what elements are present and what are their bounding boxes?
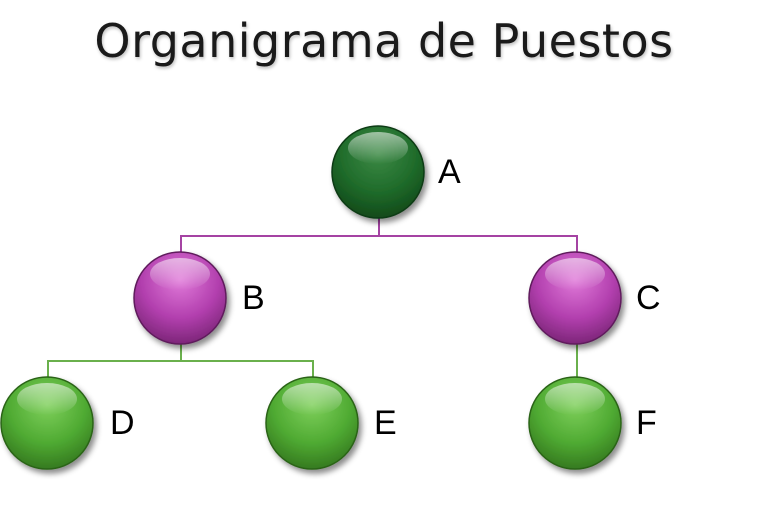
- node-a-gloss: [348, 132, 408, 164]
- node-c: C: [528, 251, 661, 345]
- node-b-gloss: [150, 258, 210, 290]
- node-d-label: D: [110, 404, 135, 442]
- node-a-label: A: [438, 153, 461, 191]
- page-title: Organigrama de Puestos: [94, 14, 674, 68]
- node-f-label: F: [636, 404, 657, 442]
- node-a: A: [331, 125, 461, 219]
- node-c-gloss: [545, 258, 605, 290]
- connector-a-b-c: [180, 235, 578, 262]
- node-e-label: E: [374, 404, 397, 442]
- connector-b-d-e: [47, 360, 314, 386]
- node-b-label: B: [242, 279, 265, 317]
- node-f-gloss: [545, 383, 605, 415]
- node-b: B: [133, 251, 265, 345]
- node-e-gloss: [282, 383, 342, 415]
- node-c-label: C: [636, 279, 661, 317]
- node-d: D: [0, 376, 135, 470]
- node-d-gloss: [17, 383, 77, 415]
- node-e: E: [265, 376, 397, 470]
- node-f: F: [528, 376, 657, 470]
- connectors: [47, 210, 578, 386]
